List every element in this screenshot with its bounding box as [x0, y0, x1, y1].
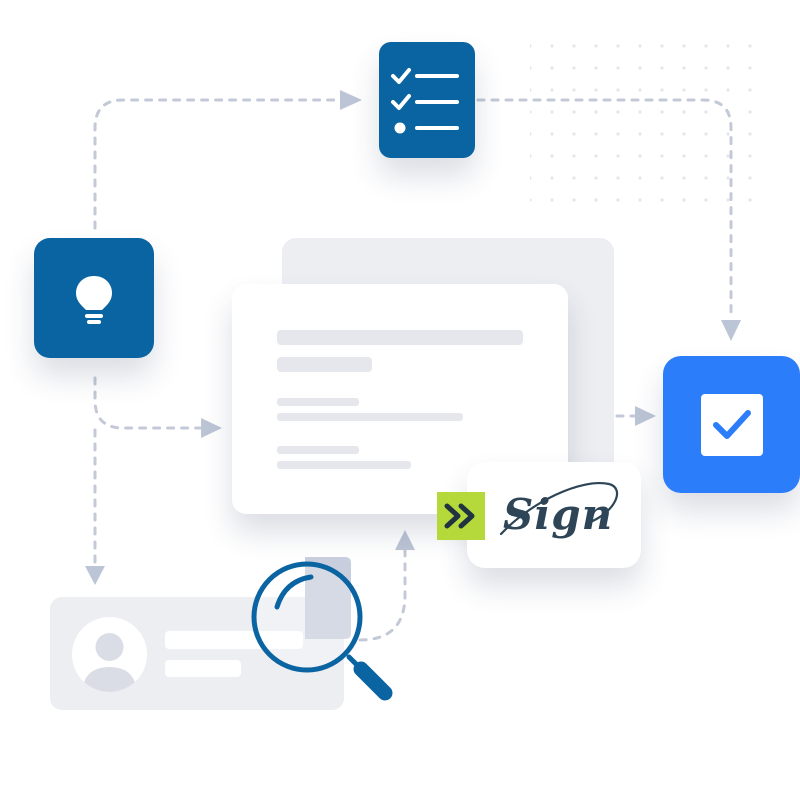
checkbox-checked-icon — [700, 393, 763, 456]
checklist-icon — [391, 68, 459, 134]
double-chevron-icon — [444, 503, 475, 529]
connector-idea-to-document — [93, 376, 202, 430]
document-line — [277, 461, 411, 469]
arrow-head — [340, 90, 362, 110]
done-node[interactable] — [663, 356, 800, 493]
document-line — [277, 398, 359, 406]
dot-grid-decoration — [530, 35, 770, 220]
document-line — [277, 330, 523, 345]
arrow-head — [201, 418, 222, 438]
connector-idea-to-checklist — [93, 98, 342, 230]
document-line — [277, 446, 359, 454]
profile-line — [165, 660, 241, 677]
connector-search-to-document — [358, 548, 407, 642]
arrow-head — [635, 406, 656, 426]
document-line — [277, 357, 372, 372]
checklist-node[interactable] — [379, 42, 475, 158]
idea-node[interactable] — [34, 238, 154, 358]
sign-text: Sign — [503, 490, 614, 539]
sign-logo — [437, 492, 485, 540]
signature-swoosh-icon — [499, 482, 619, 536]
arrow-head — [721, 320, 741, 341]
arrow-head — [395, 530, 415, 550]
avatar — [72, 617, 147, 692]
arrow-head — [85, 566, 105, 585]
profile-line — [165, 631, 303, 649]
magnifier-icon[interactable] — [245, 555, 405, 715]
lightbulb-icon — [76, 276, 112, 324]
avatar-icon — [82, 633, 137, 692]
document-line — [277, 413, 463, 421]
profile-card[interactable] — [50, 597, 344, 710]
connector-checklist-to-done — [476, 98, 733, 320]
sign-badge[interactable]: Sign — [467, 462, 641, 568]
